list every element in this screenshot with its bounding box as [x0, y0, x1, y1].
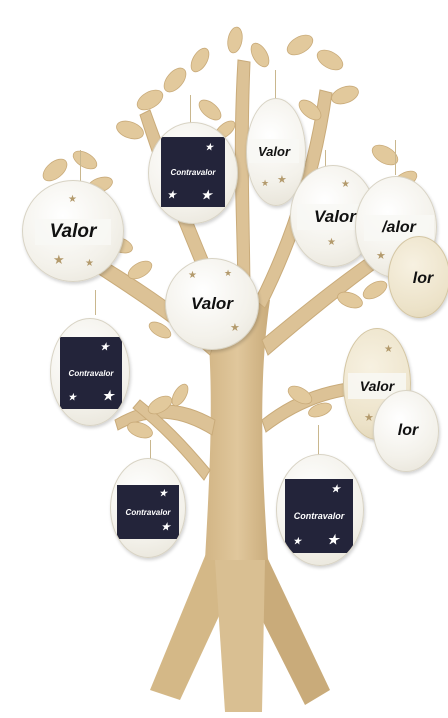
leaf [198, 99, 222, 121]
ornament-dark-card: Contravalor ★ ★ [117, 485, 179, 539]
star-cutout-icon: ★ [102, 388, 114, 403]
leaf [171, 383, 189, 407]
leaf [298, 99, 322, 121]
leaf [227, 26, 243, 54]
star-cutout-icon: ★ [85, 258, 94, 269]
leaf [331, 85, 359, 105]
star-cutout-icon: ★ [188, 270, 197, 281]
leaf [250, 42, 270, 68]
ornament-contravalor-bottom-left: Contravalor ★ ★ [110, 458, 186, 558]
leaf [371, 144, 399, 166]
star-cutout-icon: ★ [224, 268, 233, 278]
star-cutout-icon: ★ [384, 344, 393, 355]
star-cutout-icon: ★ [331, 484, 340, 495]
leaf [190, 47, 210, 73]
hanging-string [190, 95, 191, 130]
ornament-valor-edge-low: lor [373, 390, 439, 472]
ornament-valor-edge: lor [388, 236, 448, 318]
star-cutout-icon: ★ [100, 342, 109, 353]
leaf [127, 421, 153, 439]
branch-left-lower [132, 399, 211, 481]
ornament-label: Contravalor [125, 507, 171, 517]
ornament-label: Contravalor [293, 511, 345, 521]
hanging-string [395, 140, 396, 175]
ornament-label: Valor [191, 294, 233, 313]
branch-center [234, 59, 251, 301]
leaf [148, 321, 172, 339]
leaf [316, 49, 344, 71]
leaf [147, 395, 173, 415]
leaf [136, 89, 164, 111]
tree-base-front [215, 560, 265, 712]
star-cutout-icon: ★ [261, 178, 270, 188]
hanging-string [80, 150, 81, 190]
leaf [163, 67, 187, 93]
leaf [308, 402, 332, 418]
hanging-string [325, 150, 326, 170]
ornament-label: Valor [35, 219, 111, 245]
ornament-label: Contravalor [170, 167, 216, 177]
star-cutout-icon: ★ [161, 522, 170, 533]
ornament-contravalor-top: Contravalor ★ ★ ★ [148, 122, 238, 224]
ornament-dark-card: Contravalor ★ ★ ★ [161, 137, 225, 207]
ornament-dark-card: Contravalor ★ ★ ★ [285, 479, 353, 553]
leaf [72, 150, 98, 170]
hanging-string [95, 290, 96, 315]
branch-right-high [254, 89, 333, 309]
star-cutout-icon: ★ [293, 536, 302, 546]
star-cutout-icon: ★ [327, 237, 336, 248]
ornament-label: lor [397, 422, 419, 439]
star-cutout-icon: ★ [341, 179, 350, 190]
star-cutout-icon: ★ [53, 252, 65, 267]
star-cutout-icon: ★ [201, 188, 212, 202]
hanging-string [275, 70, 276, 100]
leaf [287, 385, 313, 405]
star-cutout-icon: ★ [277, 174, 287, 186]
ornament-valor-left: Valor ★ ★ ★ [22, 180, 124, 282]
star-cutout-icon: ★ [205, 142, 214, 152]
star-cutout-icon: ★ [68, 194, 77, 205]
hanging-string [150, 440, 151, 460]
ornament-label: Contravalor [68, 368, 114, 378]
ornament-valor-center: Valor ★ ★ ★ [165, 258, 259, 350]
star-cutout-icon: ★ [159, 488, 168, 498]
star-cutout-icon: ★ [68, 392, 77, 402]
leaf [362, 280, 388, 300]
leaf [286, 34, 314, 56]
ornament-label: lor [412, 270, 434, 287]
leaf [116, 120, 144, 140]
ornament-contravalor-left: Contravalor ★ ★ ★ [50, 318, 130, 426]
star-cutout-icon: ★ [167, 190, 176, 201]
star-cutout-icon: ★ [327, 532, 339, 547]
ornament-dark-card: Contravalor ★ ★ ★ [60, 337, 122, 409]
star-cutout-icon: ★ [230, 322, 240, 334]
leaf [127, 260, 153, 280]
tree-trunk [205, 300, 270, 560]
leaf [337, 291, 363, 309]
star-cutout-icon: ★ [376, 250, 386, 262]
ornament-contravalor-bottom-right: Contravalor ★ ★ ★ [276, 454, 364, 566]
leaf [42, 158, 68, 182]
ornament-valor-right: Valor ★ ★ [290, 165, 376, 267]
hanging-string [318, 425, 319, 455]
ornament-label: Valor [249, 139, 299, 163]
star-cutout-icon: ★ [364, 412, 374, 424]
